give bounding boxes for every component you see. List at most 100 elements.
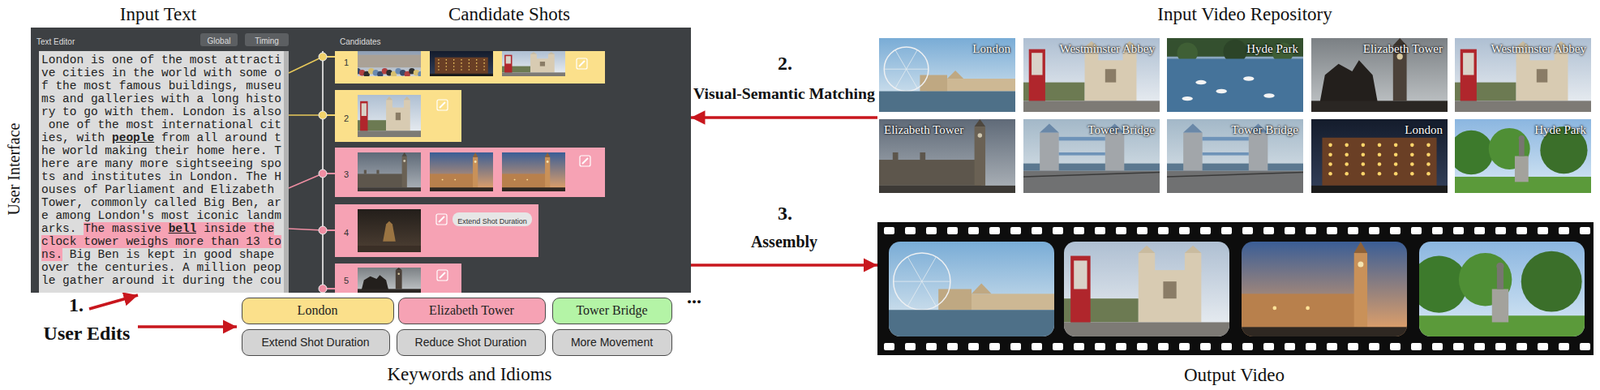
row-node: 4Extend Shot Duration bbox=[334, 204, 539, 258]
graphic bbox=[879, 185, 1016, 194]
editor-text: bell bbox=[168, 222, 198, 236]
graphic bbox=[1518, 135, 1525, 142]
graphic bbox=[1516, 227, 1528, 235]
graphic bbox=[1357, 261, 1364, 268]
graphic bbox=[468, 62, 471, 65]
section-title: Output Video bbox=[1183, 364, 1285, 386]
graphic bbox=[1181, 96, 1193, 101]
graphic bbox=[357, 152, 421, 192]
editor-text: ms and galleries with a long histo bbox=[41, 92, 282, 106]
row-node: 3 bbox=[334, 147, 605, 198]
row-node: 5 bbox=[334, 263, 462, 293]
graphic bbox=[1272, 306, 1277, 311]
row-number: 3 bbox=[343, 169, 349, 180]
label-holder: Candidate Shots bbox=[448, 4, 571, 26]
graphic bbox=[1347, 343, 1359, 351]
figure-label: 2. bbox=[777, 52, 793, 74]
graphic bbox=[429, 51, 494, 77]
keyword-button: Reduce Shot Duration bbox=[415, 335, 528, 349]
graphic bbox=[318, 169, 336, 178]
graphic bbox=[1094, 343, 1106, 351]
text-area: London is one of the most attractive cit… bbox=[38, 51, 289, 293]
graphic bbox=[1410, 162, 1415, 167]
graphic bbox=[895, 50, 907, 70]
editor-text: from all around t bbox=[154, 131, 282, 145]
graphic bbox=[357, 209, 421, 253]
graphic bbox=[1536, 68, 1548, 82]
toolbar-button-holder: Timing bbox=[254, 32, 279, 48]
edit-arrow bbox=[137, 325, 237, 329]
graphic bbox=[1328, 143, 1333, 148]
graphic bbox=[1354, 253, 1368, 327]
pane-node: Candidates1234Extend Shot Duration5 bbox=[290, 27, 691, 293]
graphic bbox=[1059, 137, 1106, 142]
graphic bbox=[1023, 38, 1160, 112]
graphic bbox=[318, 111, 336, 120]
editor-text: ts and institutes in London. The H bbox=[41, 170, 282, 184]
graphic bbox=[1202, 137, 1249, 142]
row-number: 4 bbox=[343, 227, 349, 238]
graphic bbox=[357, 187, 421, 192]
graphic bbox=[582, 158, 588, 164]
graphic bbox=[1073, 343, 1085, 351]
row-node: 1 bbox=[334, 51, 605, 84]
thumb-node: Westminster Abbey bbox=[1023, 38, 1160, 112]
graphic bbox=[579, 60, 585, 67]
graphic bbox=[548, 51, 555, 54]
graphic bbox=[1263, 93, 1274, 98]
graphic bbox=[1248, 132, 1269, 171]
thumb-node: Hyde Park bbox=[1454, 119, 1592, 194]
place-label-holder: London bbox=[1404, 122, 1443, 138]
flow-arrow bbox=[690, 263, 878, 267]
place-label: London bbox=[1404, 123, 1443, 137]
editor-text: he world making their home here. T bbox=[41, 144, 282, 158]
graphic bbox=[1263, 227, 1274, 235]
graphic bbox=[357, 152, 421, 192]
place-label-holder: London bbox=[972, 41, 1011, 56]
graphic bbox=[1063, 321, 1230, 337]
text-line: over the centuries. A million peop bbox=[41, 261, 282, 275]
graphic bbox=[906, 68, 929, 70]
graphic bbox=[947, 343, 958, 351]
leader-line bbox=[288, 228, 323, 231]
decoration bbox=[334, 51, 605, 84]
graphic bbox=[1263, 343, 1274, 351]
editor-text: people bbox=[111, 131, 155, 145]
keyword-button-holder: More Movement bbox=[570, 334, 653, 350]
graphic bbox=[441, 179, 444, 181]
graphic bbox=[1410, 143, 1415, 148]
graphic bbox=[879, 159, 982, 186]
graphic bbox=[947, 227, 958, 235]
place-label-holder: Tower Bridge bbox=[1087, 122, 1155, 138]
kw-node: Elizabeth Tower bbox=[398, 297, 546, 325]
graphic bbox=[318, 111, 327, 120]
graphic bbox=[1105, 132, 1125, 171]
text-line: ts and institutes in London. The H bbox=[41, 170, 282, 184]
graphic bbox=[1136, 343, 1148, 351]
graphic bbox=[1361, 143, 1366, 148]
graphic bbox=[429, 173, 475, 188]
graphic bbox=[1179, 227, 1190, 235]
text-line: ies, with people from all around t bbox=[41, 131, 282, 145]
graphic bbox=[1537, 227, 1549, 235]
text-line: Tower, commonly called Big Ben, ar bbox=[41, 196, 282, 210]
editor-text: ouses of Parliament and Elizabeth bbox=[41, 183, 275, 197]
graphic bbox=[1183, 132, 1203, 171]
graphic bbox=[544, 152, 550, 158]
graphic bbox=[1462, 52, 1474, 75]
graphic bbox=[1166, 171, 1304, 194]
graphic bbox=[1326, 227, 1338, 235]
graphic bbox=[989, 227, 1000, 235]
graphic bbox=[1344, 162, 1349, 167]
text-line: clock tower weighs more than 13 to bbox=[41, 235, 282, 249]
graphic bbox=[1241, 326, 1407, 337]
place-label: Hyde Park bbox=[1246, 42, 1299, 56]
graphic bbox=[437, 65, 440, 68]
figure-label: 3. bbox=[777, 202, 793, 224]
graphic bbox=[360, 101, 368, 133]
graphic bbox=[1521, 251, 1583, 313]
graphic bbox=[1023, 171, 1160, 194]
graphic bbox=[446, 65, 448, 68]
graphic bbox=[386, 96, 393, 100]
graphic bbox=[883, 68, 906, 70]
